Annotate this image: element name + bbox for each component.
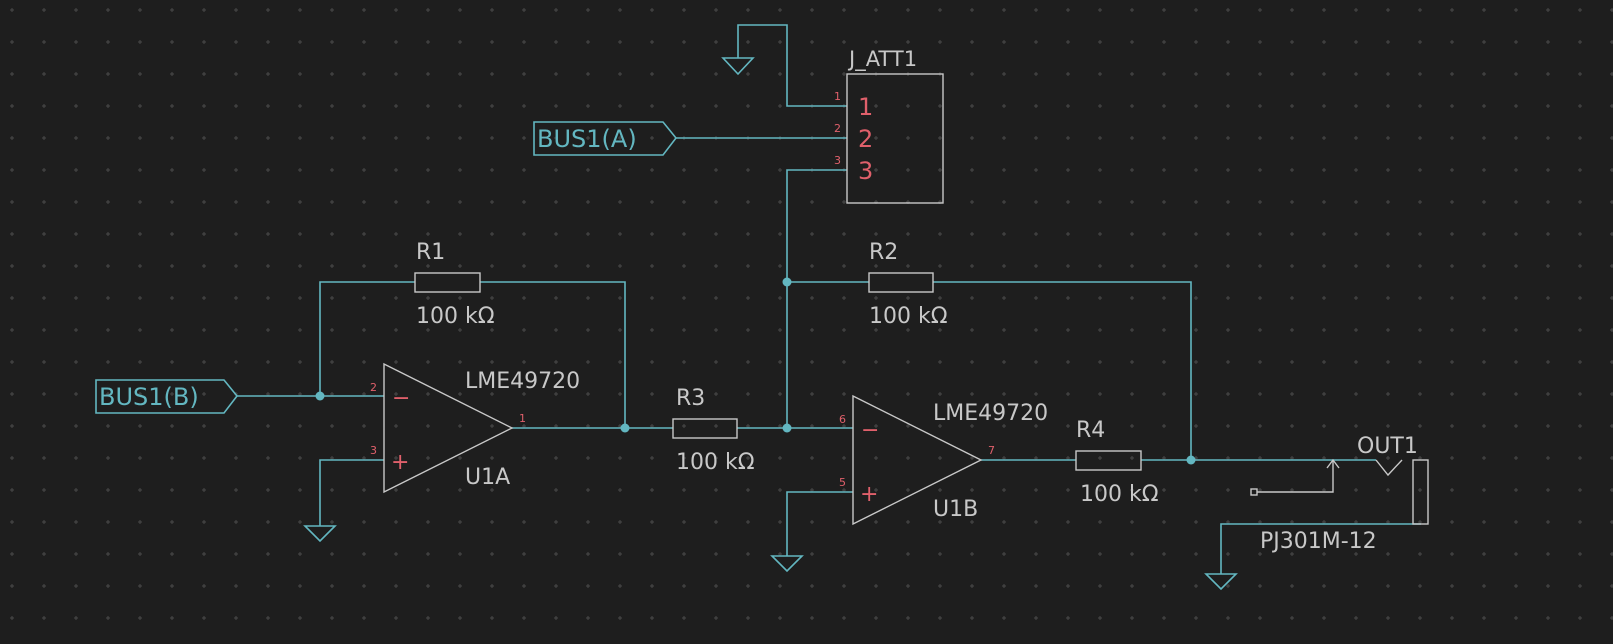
pin-name: 3 — [858, 157, 873, 185]
jack-ref: OUT1 — [1357, 434, 1418, 459]
opamp-body — [383, 362, 514, 494]
resistor-r4[interactable]: R4 100 kΩ — [1075, 418, 1159, 507]
resistor-value: 100 kΩ — [676, 450, 755, 475]
junctions — [315, 277, 1196, 465]
jack-tip-contact — [1375, 459, 1403, 477]
resistor-r1[interactable]: R1 100 kΩ — [414, 240, 495, 329]
pin-number: 5 — [839, 476, 846, 489]
wire — [737, 24, 847, 107]
grounds — [303, 57, 1238, 591]
resistor-value: 100 kΩ — [1080, 482, 1159, 507]
wire — [319, 281, 415, 396]
pin-number: 3 — [370, 444, 377, 457]
opamp-body — [852, 394, 983, 526]
opamp-u1b[interactable]: − + 6 5 7 LME49720 U1B — [839, 394, 1048, 526]
wire — [480, 281, 626, 428]
connector-ref: J_ATT1 — [847, 47, 917, 72]
plus-symbol: + — [860, 482, 878, 507]
jack-out1[interactable]: OUT1 PJ301M-12 — [1250, 434, 1429, 554]
jack-part: PJ301M-12 — [1260, 529, 1377, 554]
pin-number: 7 — [988, 444, 995, 457]
port-outline — [533, 121, 678, 156]
connector-body — [846, 73, 944, 204]
junction-dot-icon — [1186, 455, 1196, 465]
resistor-value: 100 kΩ — [869, 304, 948, 329]
junction-dot-icon — [620, 423, 630, 433]
port-label: BUS1(B) — [99, 383, 199, 411]
port-bus1-a[interactable]: BUS1(A) — [533, 121, 678, 156]
pin-number: 2 — [370, 381, 377, 394]
resistor-ref: R4 — [1076, 418, 1105, 443]
resistor-ref: R1 — [416, 240, 445, 265]
ground-icon — [1204, 573, 1238, 591]
resistor-body — [672, 418, 738, 439]
opamp-part: LME49720 — [933, 401, 1048, 426]
pin-number: 6 — [839, 413, 846, 426]
minus-symbol: − — [861, 418, 879, 443]
pin-number: 2 — [834, 122, 841, 135]
opamp-u1a[interactable]: − + 2 3 1 LME49720 U1A — [370, 362, 580, 494]
wire — [786, 169, 847, 282]
jack-switch — [1257, 460, 1334, 493]
jack-switch-arrow — [1326, 458, 1340, 469]
resistor-r3[interactable]: R3 100 kΩ — [672, 386, 755, 475]
pin-number: 3 — [834, 154, 841, 167]
resistor-body — [414, 272, 481, 293]
ground-icon — [721, 57, 755, 76]
junction-dot-icon — [315, 391, 325, 401]
wire — [933, 281, 1192, 460]
wire — [319, 459, 384, 526]
port-label: BUS1(A) — [537, 125, 637, 153]
junction-dot-icon — [782, 277, 792, 287]
resistor-ref: R2 — [869, 240, 898, 265]
resistor-value: 100 kΩ — [416, 304, 495, 329]
jack-sleeve — [1412, 459, 1429, 525]
ground-icon — [770, 555, 804, 573]
connector-j-att1[interactable]: J_ATT1 1 2 3 1 2 3 — [834, 47, 944, 204]
port-bus1-b[interactable]: BUS1(B) — [95, 379, 239, 414]
wire — [786, 491, 853, 556]
pin-number: 1 — [519, 412, 526, 425]
wire — [1220, 523, 1421, 574]
resistor-body — [1075, 450, 1142, 471]
opamp-ref: U1B — [933, 497, 978, 522]
pin-name: 1 — [858, 93, 873, 121]
port-outline — [95, 379, 239, 414]
plus-symbol: + — [391, 450, 409, 475]
opamp-part: LME49720 — [465, 369, 580, 394]
opamp-ref: U1A — [465, 465, 510, 490]
resistor-body — [868, 272, 934, 293]
minus-symbol: − — [392, 386, 410, 411]
wires — [237, 24, 1421, 574]
resistor-ref: R3 — [676, 386, 705, 411]
resistor-r2[interactable]: R2 100 kΩ — [868, 240, 948, 329]
ground-icon — [303, 525, 337, 543]
junction-dot-icon — [782, 423, 792, 433]
jack-switch-pin — [1250, 488, 1258, 496]
pin-name: 2 — [858, 125, 873, 153]
pin-number: 1 — [834, 90, 841, 103]
